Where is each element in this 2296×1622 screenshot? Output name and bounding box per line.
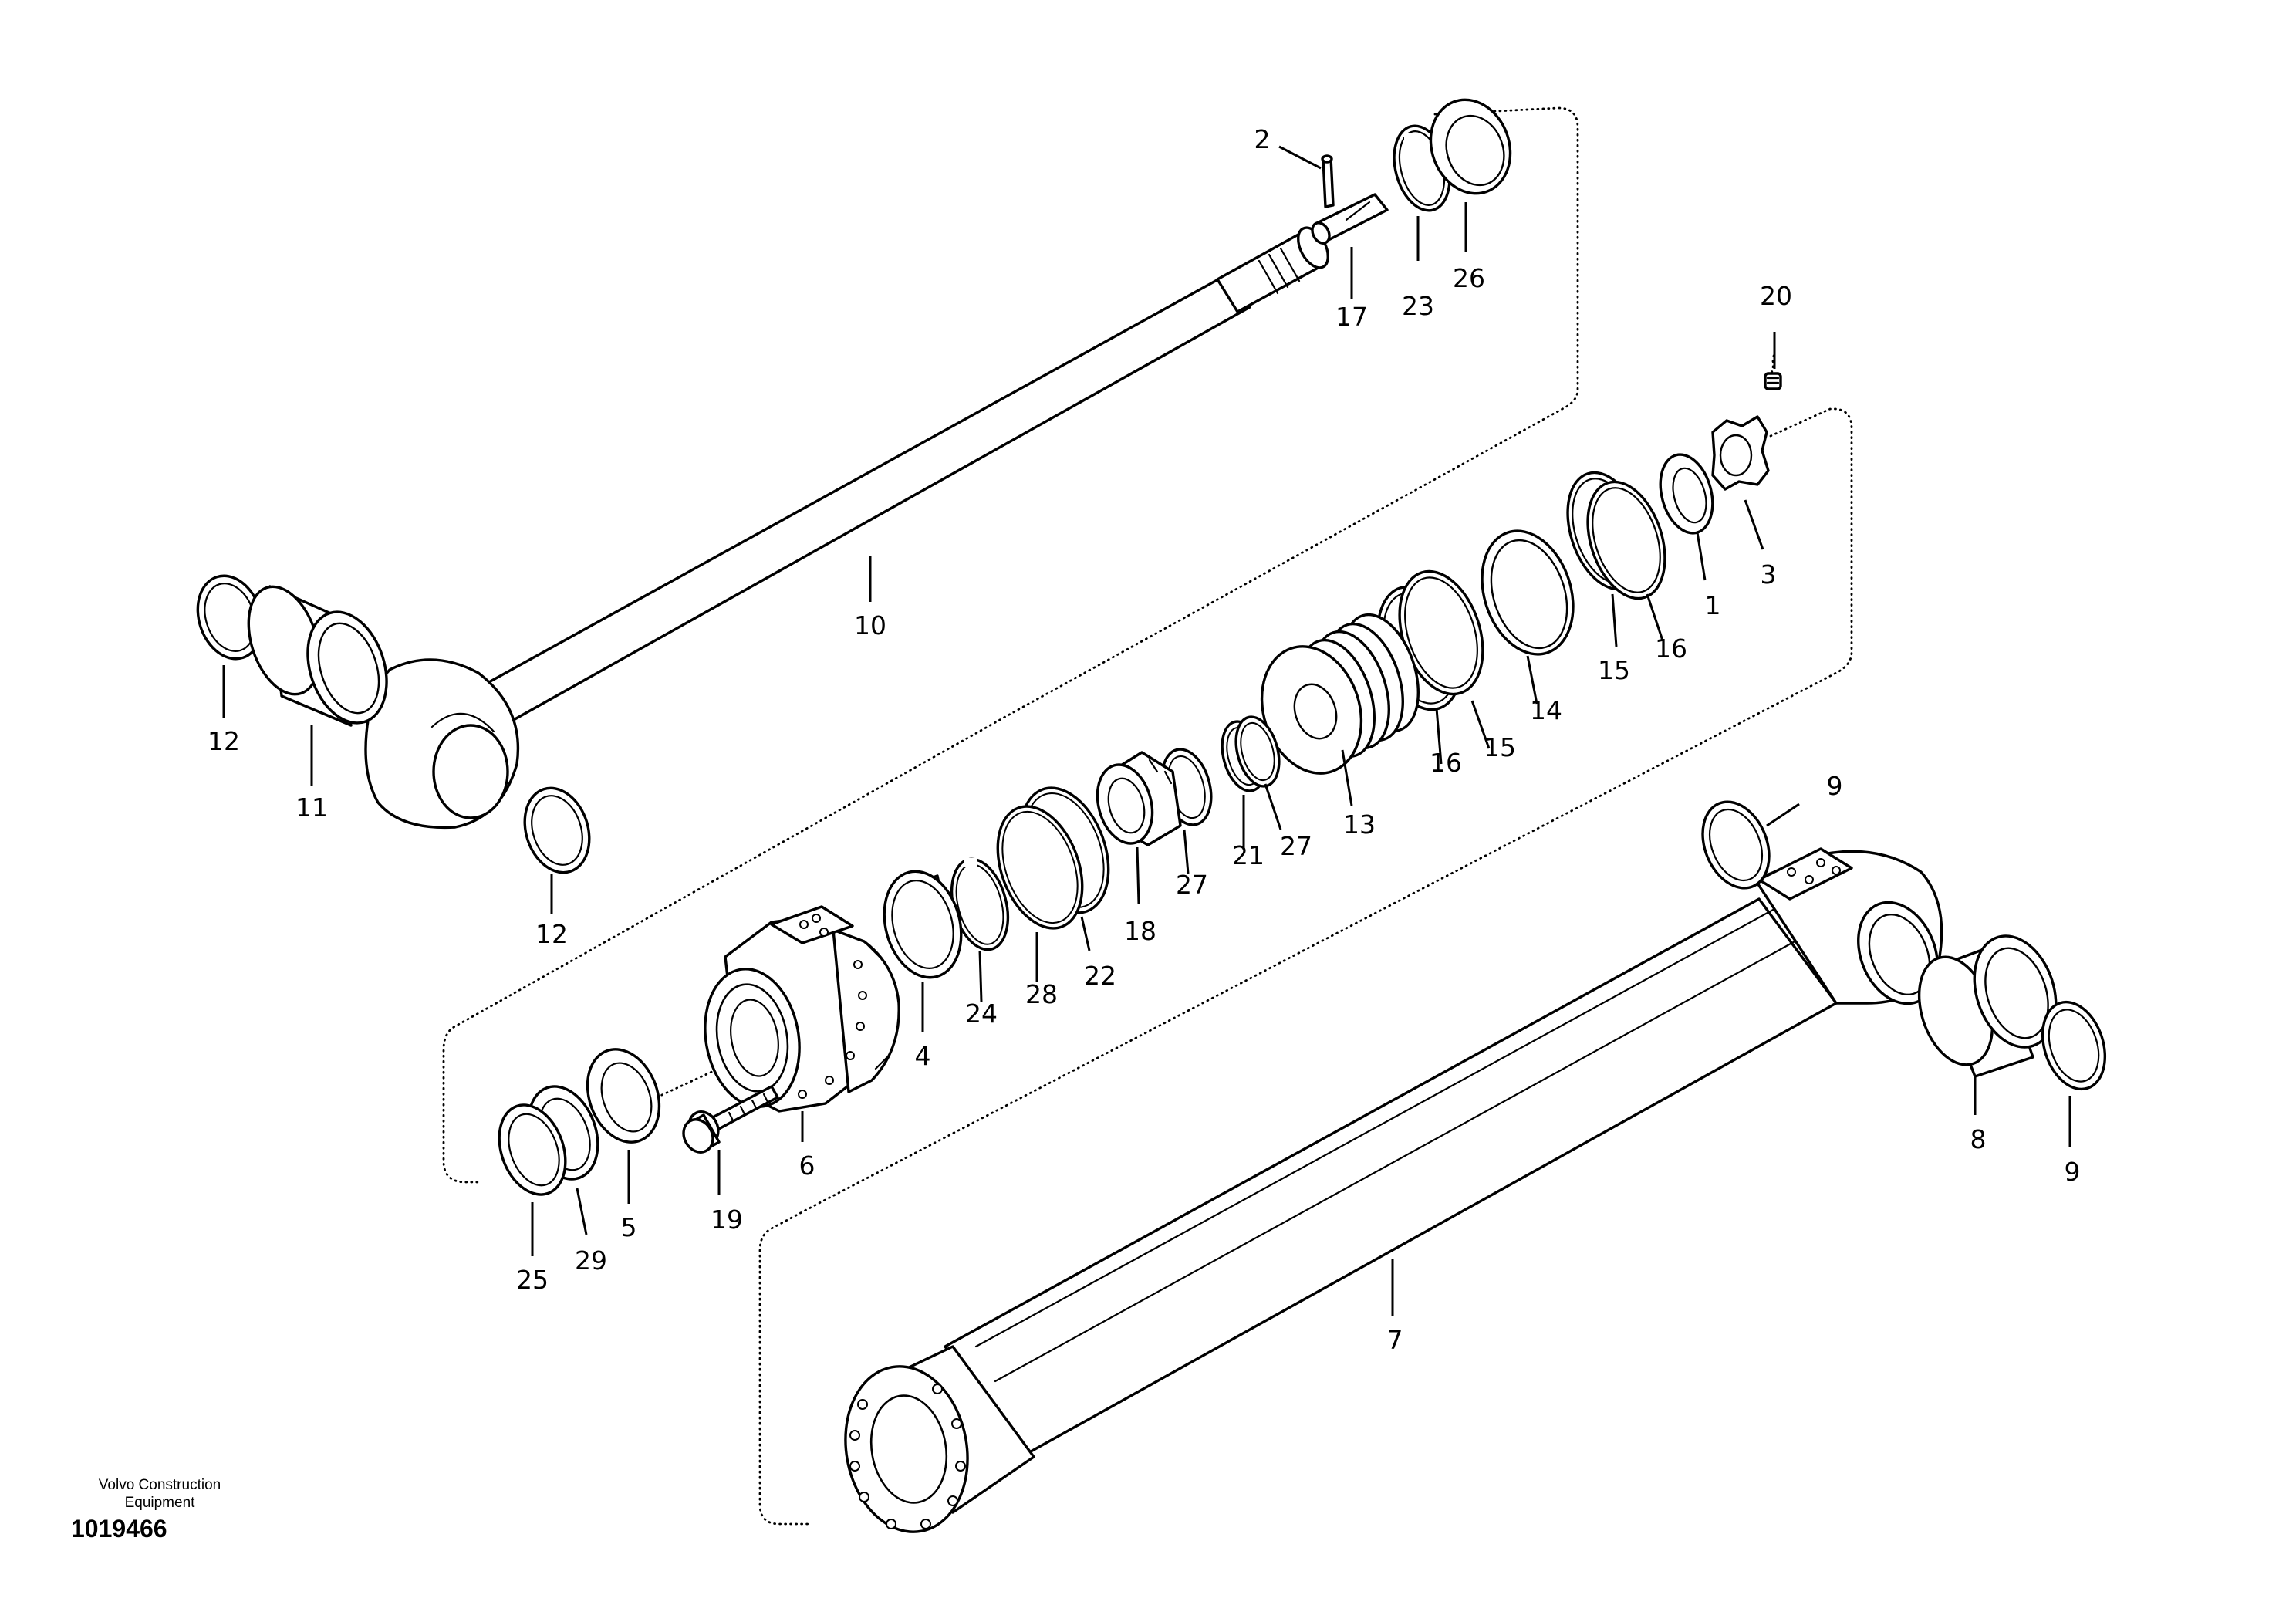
callout-8: 8	[1970, 1124, 1987, 1154]
callout-9-bottom: 9	[2065, 1157, 2081, 1187]
seal-ring-tube-bottom	[2041, 1000, 2107, 1091]
callout-27-left: 27	[1176, 870, 1208, 900]
set-screw	[1764, 372, 1782, 390]
company-name: Volvo Construction Equipment	[71, 1476, 248, 1512]
callout-15-left: 15	[1484, 732, 1516, 762]
rod-cover	[704, 905, 900, 1113]
cylinder-tube	[844, 847, 1943, 1533]
callout-7: 7	[1387, 1325, 1403, 1355]
seal-ring-left	[196, 574, 264, 661]
callout-16-left: 16	[1430, 748, 1462, 778]
callout-19: 19	[711, 1205, 743, 1235]
callout-1: 1	[1705, 590, 1721, 620]
callout-14: 14	[1530, 695, 1562, 725]
cushion-ring	[1096, 751, 1182, 846]
callout-22: 22	[1084, 961, 1116, 991]
callout-4: 4	[915, 1041, 931, 1071]
dust-seal	[1429, 98, 1512, 195]
callout-9-top: 9	[1827, 771, 1843, 801]
callout-17: 17	[1335, 302, 1368, 332]
dust-wiper-5	[586, 1048, 661, 1144]
bushing-rod	[247, 585, 388, 727]
callout-20: 20	[1760, 281, 1792, 311]
callout-27-right: 27	[1280, 831, 1312, 861]
callouts: 2 17 23 26 20 3 1 16 15 14 15 16 13 10 1…	[208, 124, 2081, 1355]
callout-5: 5	[621, 1212, 637, 1242]
buffer-ring-28	[996, 805, 1084, 930]
callout-26: 26	[1453, 263, 1485, 293]
callout-6: 6	[799, 1151, 815, 1181]
callout-29: 29	[575, 1245, 607, 1276]
drawing-number: 1019466	[71, 1515, 167, 1543]
seal-ring-right	[523, 786, 591, 874]
bushing-tube	[1917, 934, 2058, 1078]
callout-12-bottom: 12	[535, 919, 568, 949]
callout-2: 2	[1254, 124, 1271, 154]
leader-lines	[222, 145, 2071, 1316]
seal-ring-tube-top	[1701, 800, 1771, 890]
pin	[1321, 154, 1335, 208]
callout-21: 21	[1232, 840, 1264, 870]
callout-23: 23	[1402, 291, 1434, 321]
callout-16-right: 16	[1655, 634, 1687, 664]
callout-18: 18	[1124, 916, 1156, 946]
callout-15-right: 15	[1598, 655, 1630, 685]
company-name-line-1: Volvo Construction	[98, 1477, 221, 1493]
rod-bushing	[883, 870, 963, 979]
piston-rod	[364, 226, 1329, 830]
callout-13: 13	[1343, 809, 1376, 840]
seal-25	[498, 1103, 567, 1196]
piston-nut	[1711, 415, 1770, 491]
piston	[1260, 613, 1420, 775]
callout-28: 28	[1025, 979, 1058, 1009]
callout-10: 10	[854, 610, 886, 640]
lock-pin	[1311, 193, 1389, 245]
callout-11: 11	[295, 792, 328, 823]
callout-3: 3	[1761, 559, 1777, 590]
slide-ring-14	[1481, 529, 1575, 656]
socket-bolt	[682, 1085, 779, 1154]
company-name-line-2: Equipment	[124, 1495, 195, 1511]
wear-ring-right	[1566, 471, 1666, 600]
backup-ring-pair	[1221, 715, 1281, 792]
washer	[1659, 453, 1714, 535]
callout-12-top: 12	[208, 726, 240, 756]
callout-24: 24	[965, 999, 998, 1029]
callout-25: 25	[516, 1265, 549, 1295]
